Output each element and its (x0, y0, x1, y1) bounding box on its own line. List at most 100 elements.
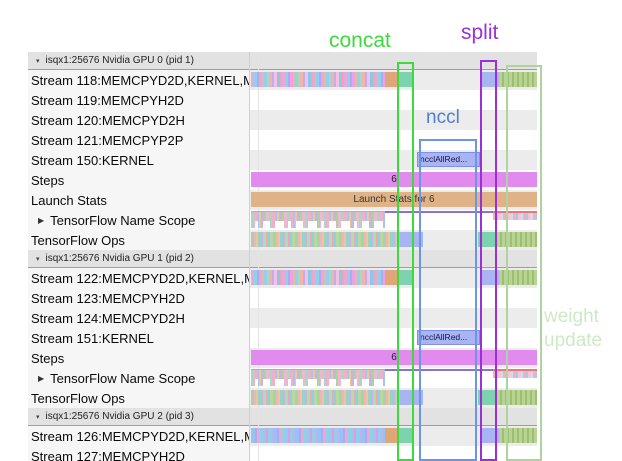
trace-events-bar[interactable] (251, 428, 385, 443)
row-label-text: TensorFlow Ops (31, 390, 125, 406)
annotation-nccl-label: nccl (426, 107, 460, 128)
gpu-section-header-label: isqx1:25676 Nvidia GPU 1 (pid 2) (45, 253, 194, 264)
name-scope-line (385, 369, 537, 371)
expand-triangle-icon[interactable]: ▶ (38, 373, 45, 383)
row-label-text: Stream 118:MEMCPYD2D,KERNEL,ME (31, 72, 249, 88)
timeline-row-empty (250, 446, 537, 461)
name-scope-bar[interactable] (251, 369, 385, 386)
row-label-text: TensorFlow Name Scope (50, 370, 196, 386)
gpu-section-header-label: isqx1:25676 Nvidia GPU 0 (pid 1) (45, 55, 194, 66)
event-segment[interactable] (397, 72, 414, 87)
time-gridline (258, 52, 259, 461)
launch-stats-bar[interactable]: Launch Stats for 6 (251, 192, 537, 207)
event-segment[interactable] (499, 72, 537, 87)
event-segment[interactable] (385, 428, 397, 443)
timeline-row-empty (250, 308, 537, 328)
row-label-text: Steps (31, 172, 65, 188)
row-label-empty: Stream 127:MEMCPYH2D (28, 446, 249, 461)
row-label-launch: Launch Stats (28, 190, 249, 210)
row-label-text: Stream 150:KERNEL (31, 152, 154, 168)
gpu-section-header[interactable]: ▾ isqx1:25676 Nvidia GPU 1 (pid 2) (28, 250, 537, 268)
steps-bar[interactable]: 6 (251, 350, 537, 365)
timeline-row-empty (250, 288, 537, 308)
event-segment[interactable] (481, 270, 499, 285)
row-label-stream: Stream 118:MEMCPYD2D,KERNEL,ME (28, 70, 249, 90)
row-label-text: Stream 127:MEMCPYH2D (31, 448, 185, 461)
trace-events-bar[interactable] (251, 72, 385, 87)
row-label-stream: Stream 126:MEMCPYD2D,KERNEL,MI (28, 426, 249, 446)
row-label-stream: Stream 122:MEMCPYD2D,KERNEL,MI (28, 268, 249, 288)
timeline-row-ops (250, 388, 537, 408)
annotation-weight-update-label: weight update (544, 306, 603, 351)
event-segment[interactable] (499, 270, 537, 285)
row-label-text: Stream 124:MEMCPYD2H (31, 310, 185, 326)
row-label-empty: Stream 123:MEMCPYH2D (28, 288, 249, 308)
row-label-text: Stream 122:MEMCPYD2D,KERNEL,MI (31, 270, 249, 286)
name-scope-bar[interactable] (251, 211, 385, 228)
name-scope-bar-right[interactable] (493, 369, 537, 378)
event-segment[interactable] (481, 428, 499, 443)
event-segment[interactable] (385, 72, 397, 87)
ops-bar[interactable] (251, 390, 400, 405)
nccl-allreduce-bar[interactable]: ncclAllRed... (417, 330, 480, 345)
row-label-kernel: Stream 151:KERNEL (28, 328, 249, 348)
timeline-row-stream (250, 426, 537, 446)
row-label-text: Launch Stats (31, 192, 107, 208)
row-label-text: Stream 126:MEMCPYD2D,KERNEL,MI (31, 428, 249, 444)
ops-bar[interactable] (251, 232, 400, 247)
timeline-row-namescope (250, 210, 537, 230)
timeline-row-stream (250, 268, 537, 288)
sidebar-divider (249, 52, 250, 461)
event-segment[interactable] (478, 390, 497, 405)
timeline-row-steps: 6 (250, 170, 537, 190)
annotation-concat-label: concat (329, 29, 391, 52)
row-label-empty: Stream 120:MEMCPYD2H (28, 110, 249, 130)
row-label-empty: Stream 119:MEMCPYH2D (28, 90, 249, 110)
timeline-row-kernel: ncclAllRed... (250, 150, 537, 170)
row-label-ops: TensorFlow Ops (28, 230, 249, 250)
row-label-kernel: Stream 150:KERNEL (28, 150, 249, 170)
timeline-row-namescope (250, 368, 537, 388)
annotation-split-label: split (461, 21, 499, 44)
row-label-namescope[interactable]: ▶ TensorFlow Name Scope (28, 368, 249, 388)
gpu-section-header[interactable]: ▾ isqx1:25676 Nvidia GPU 0 (pid 1) (28, 52, 537, 70)
row-label-text: Stream 119:MEMCPYH2D (31, 92, 184, 108)
timeline-row-stream (250, 70, 537, 90)
steps-bar[interactable]: 6 (251, 172, 537, 187)
gpu-section-header[interactable]: ▾ isqx1:25676 Nvidia GPU 2 (pid 3) (28, 408, 537, 426)
collapse-triangle-icon[interactable]: ▾ (36, 413, 40, 421)
timeline-row-kernel: ncclAllRed... (250, 328, 537, 348)
trace-events-bar[interactable] (251, 270, 385, 285)
event-segment[interactable] (397, 428, 414, 443)
collapse-triangle-icon[interactable]: ▾ (36, 255, 40, 263)
event-segment[interactable] (478, 232, 497, 247)
row-label-empty: Stream 124:MEMCPYD2H (28, 308, 249, 328)
row-label-text: Steps (31, 350, 65, 366)
event-segment[interactable] (497, 390, 537, 405)
event-segment[interactable] (400, 390, 423, 405)
gpu-section-header-label: isqx1:25676 Nvidia GPU 2 (pid 3) (45, 411, 194, 422)
timeline-row-empty (250, 130, 537, 150)
event-segment[interactable] (499, 428, 537, 443)
row-label-text: Stream 123:MEMCPYH2D (31, 290, 185, 306)
collapse-triangle-icon[interactable]: ▾ (36, 57, 40, 65)
event-segment[interactable] (397, 270, 414, 285)
row-label-namescope[interactable]: ▶ TensorFlow Name Scope (28, 210, 249, 230)
row-label-text: Stream 121:MEMCPYP2P (31, 132, 184, 148)
event-segment[interactable] (385, 270, 397, 285)
expand-triangle-icon[interactable]: ▶ (38, 215, 45, 225)
event-segment[interactable] (481, 72, 499, 87)
name-scope-bar-right[interactable] (493, 211, 537, 220)
timeline-row-launch: Launch Stats for 6 (250, 190, 537, 210)
event-segment[interactable] (400, 232, 423, 247)
row-label-steps: Steps (28, 348, 249, 368)
row-label-text: Stream 151:KERNEL (31, 330, 154, 346)
row-label-text: TensorFlow Name Scope (50, 212, 196, 228)
name-scope-line (385, 211, 537, 213)
timeline-row-empty (250, 110, 537, 130)
nccl-allreduce-bar[interactable]: ncclAllRed... (417, 152, 480, 167)
row-label-steps: Steps (28, 170, 249, 190)
timeline-row-ops (250, 230, 537, 250)
event-segment[interactable] (497, 232, 537, 247)
